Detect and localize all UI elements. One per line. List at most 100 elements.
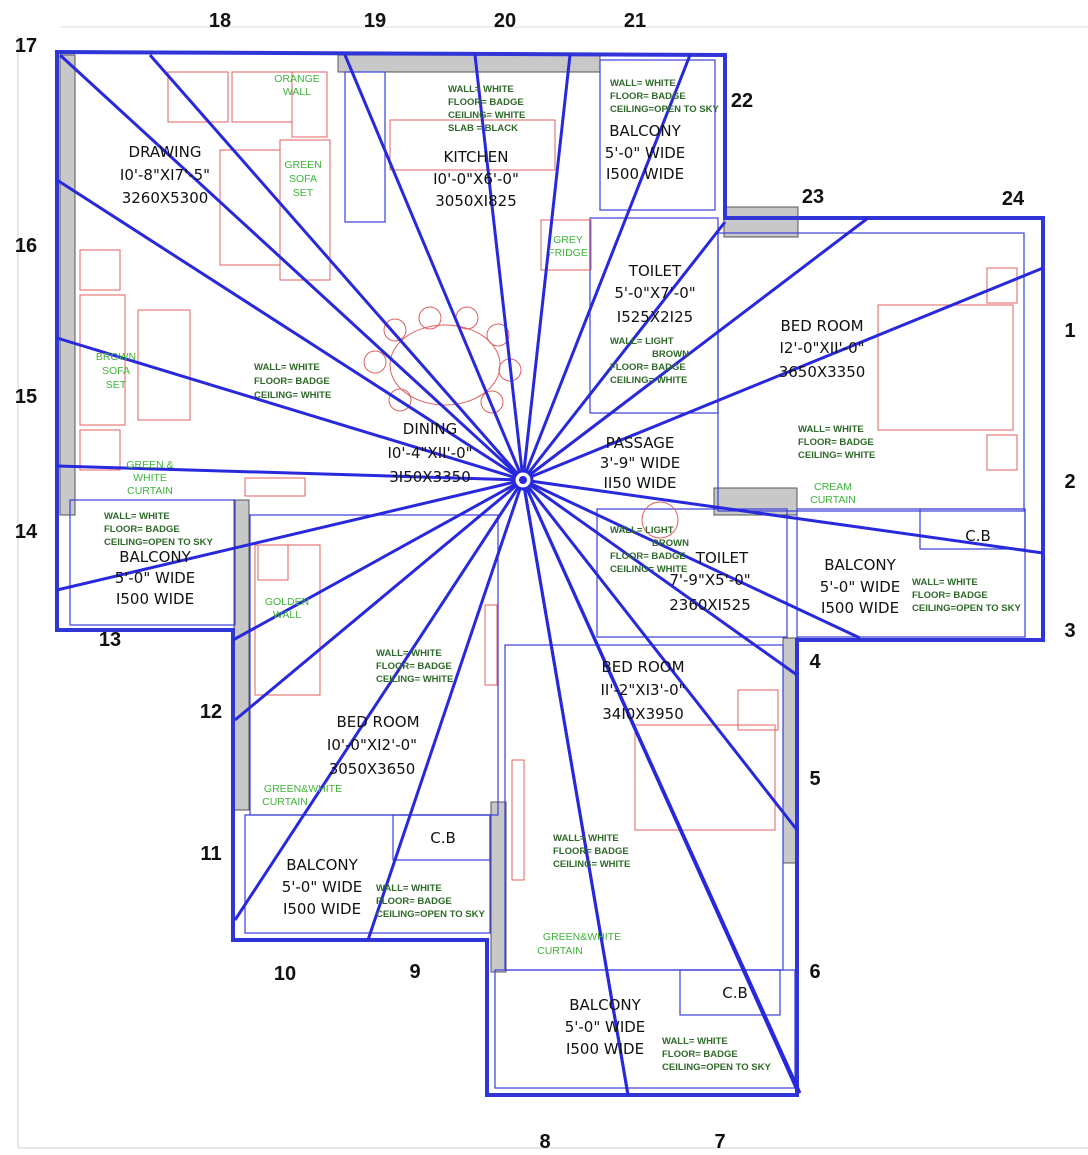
balcony-right-note-ceiling: CEILING=OPEN TO SKY [912, 603, 1021, 614]
ray-group [56, 53, 1044, 1096]
bedroom-right-outline [717, 232, 1025, 512]
marker-18: 18 [209, 10, 231, 32]
bedroom-left-note-wall: WALL= WHITE [376, 648, 442, 659]
ray-8 [521, 479, 630, 1096]
bedroom-right-note-ceiling: CEILING= WHITE [798, 450, 875, 461]
ray-5 [521, 479, 799, 831]
marker-2: 2 [1064, 471, 1075, 493]
marker-labels: 1 2 3 4 5 6 7 8 9 10 11 12 13 14 15 16 1… [15, 10, 1076, 1153]
nightstand [986, 267, 1018, 304]
ray-20 [473, 54, 525, 481]
ray-13 [56, 478, 524, 592]
ray-21 [521, 54, 572, 481]
ray-17 [58, 53, 525, 482]
room-partitions [69, 59, 1026, 1089]
balcony-left-note-wall: WALL= WHITE [104, 511, 170, 522]
toilet-mid-note-floor: FLOOR= BADGE [610, 551, 686, 562]
wall-block-bedroom-bottom-west [490, 801, 507, 973]
balcony-right-outline [796, 508, 1026, 638]
toilet-top-note-floor: FLOOR= BADGE [610, 362, 686, 373]
ray-12 [232, 478, 524, 642]
ray-19 [343, 54, 525, 481]
curtain-bottom-label: GREEN&WHITE [543, 931, 621, 943]
marker-14: 14 [15, 521, 38, 543]
marker-7: 7 [714, 1131, 725, 1153]
toilet-top-note-wall: WALL= LIGHT [610, 336, 674, 347]
balcony-right-name: BALCONY [824, 556, 896, 574]
curtain-left-label-2: WHITE [133, 472, 167, 484]
balcony-bottom-width: 5'-0" WIDE [565, 1018, 646, 1036]
kitchen-name: KITCHEN [444, 148, 509, 166]
fridge [540, 219, 592, 271]
brown-sofa-label-3: SET [106, 379, 127, 391]
balcony-bottom-mm: I500 WIDE [566, 1040, 644, 1058]
balcony-top-note-wall: WALL= WHITE [610, 78, 676, 89]
balcony-bl-name: BALCONY [286, 856, 358, 874]
marker-6: 6 [809, 961, 820, 983]
ray-corner [521, 479, 802, 1094]
wall-block-bedroom-north [723, 206, 799, 238]
bedroom-right-mm: 3650X3350 [779, 363, 866, 381]
curtain-left-label: GREEN & [126, 459, 173, 471]
kitchen-note-floor: FLOOR= BADGE [448, 97, 524, 108]
marker-24: 24 [1002, 188, 1025, 210]
green-sofa-label: GREEN [284, 159, 321, 171]
balcony-right-width: 5'-0" WIDE [820, 578, 901, 596]
dining-size: I0'-4"XII'-0" [387, 444, 472, 462]
marker-1: 1 [1064, 320, 1075, 342]
orange-wall-label-2: WALL [283, 86, 311, 98]
balcony-top-note-ceiling: CEILING=OPEN TO SKY [610, 104, 719, 115]
double-bed-right [877, 304, 1014, 431]
bedroom-bottom-note-ceiling: CEILING= WHITE [553, 859, 630, 870]
wall-block-west [59, 54, 76, 516]
marker-11: 11 [200, 843, 221, 865]
balcony-bl-width: 5'-0" WIDE [282, 878, 363, 896]
marker-10: 10 [274, 963, 296, 985]
toilet-top-note-wall-colour: BROWN [652, 349, 689, 360]
finish-notes: WALL= WHITE FLOOR= BADGE CEILING= WHITE … [104, 78, 1021, 1073]
bedroom-bottom-note-floor: FLOOR= BADGE [553, 846, 629, 857]
toilet-top-note-ceiling: CEILING= WHITE [610, 375, 687, 386]
cb-right-box [919, 508, 1026, 550]
balcony-bottom-name: BALCONY [569, 996, 641, 1014]
armchair [167, 71, 229, 123]
marker-19: 19 [364, 10, 386, 32]
kitchen-counter [344, 71, 386, 223]
passage-width: 3'-9" WIDE [600, 454, 681, 472]
grey-fridge-label-2: FRIDGE [548, 247, 588, 259]
cb-left-box [392, 814, 491, 861]
marker-8: 8 [539, 1131, 550, 1153]
balcony-left-note-floor: FLOOR= BADGE [104, 524, 180, 535]
balcony-left-mm: I500 WIDE [116, 590, 194, 608]
kitchen-size: I0'-0"X6'-0" [433, 170, 519, 188]
balcony-bottom-note-wall: WALL= WHITE [662, 1036, 728, 1047]
room-labels: DRAWING I0'-8"XI7'-5" 3260X5300 KITCHEN … [115, 122, 991, 1058]
furniture [79, 71, 1018, 881]
dining-chair [480, 390, 504, 414]
balcony-left-name: BALCONY [119, 548, 191, 566]
balcony-top-outline [599, 59, 716, 211]
balcony-left-note-ceiling: CEILING=OPEN TO SKY [104, 537, 213, 548]
toilet-mid-note-ceiling: CEILING= WHITE [610, 564, 687, 575]
marker-13: 13 [99, 629, 121, 651]
ray-22 [521, 54, 692, 481]
nightstand [986, 434, 1018, 471]
balcony-bottom-note-floor: FLOOR= BADGE [662, 1049, 738, 1060]
marker-23: 23 [802, 186, 824, 208]
wall-block-kitchen-north [337, 54, 601, 73]
orange-wall-label: ORANGE [274, 73, 320, 85]
bedroom-bottom-mm: 34I0X3950 [602, 705, 684, 723]
dining-chair [383, 318, 407, 342]
toilet-mid-note-wall: WALL= LIGHT [610, 525, 674, 536]
bedroom-left-name: BED ROOM [336, 713, 419, 731]
toilet-top-mm: I525X2I25 [617, 308, 693, 326]
marker-12: 12 [200, 701, 222, 723]
curtain-bedroom-label-2: CURTAIN [262, 796, 308, 808]
ray-9 [366, 479, 525, 941]
ray-16 [56, 178, 524, 482]
bedroom-bottom-size: II'-2"XI3'-0" [600, 681, 685, 699]
balcony-left-width: 5'-0" WIDE [115, 569, 196, 587]
ray-4 [522, 478, 798, 677]
marker-3: 3 [1064, 620, 1075, 642]
